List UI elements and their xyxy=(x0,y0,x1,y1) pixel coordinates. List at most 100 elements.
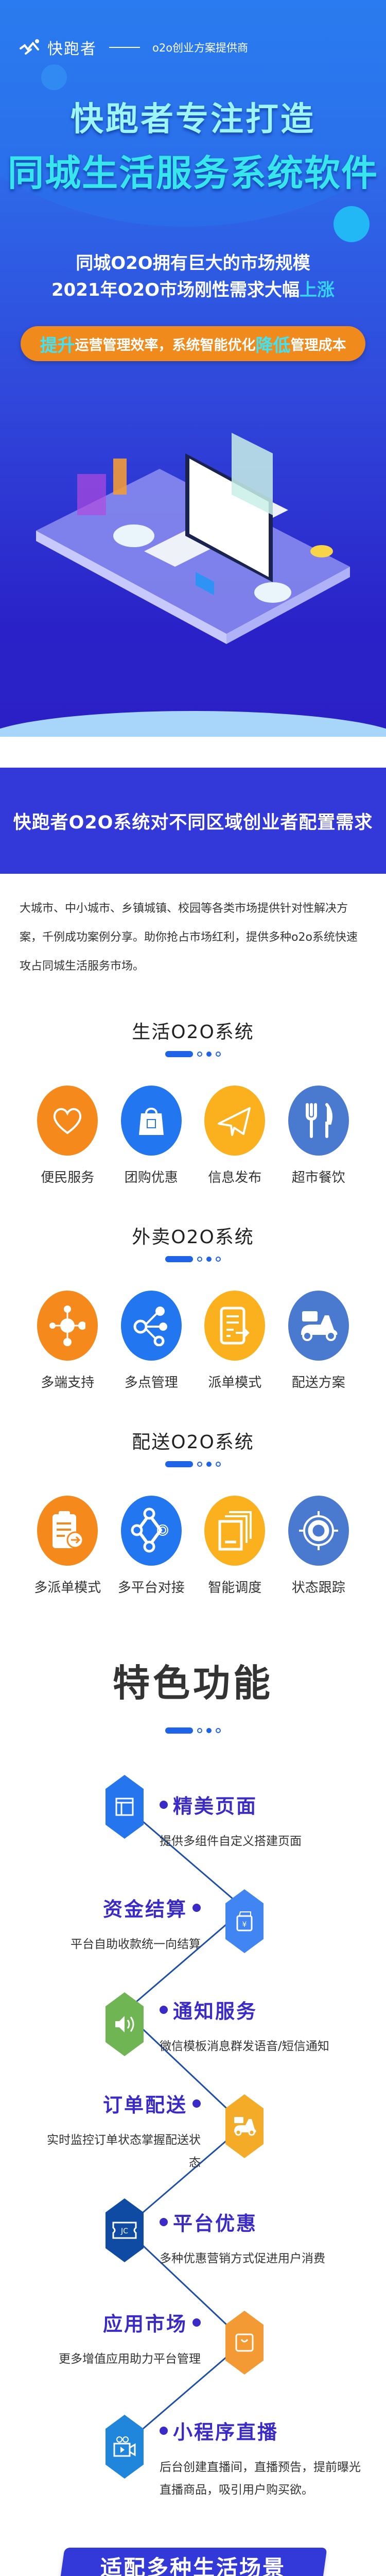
feature-desc: 后台创建直播间，直播预告，提前曝光直播商品，吸引用户购买欲。 xyxy=(160,2461,361,2497)
config-intro-text: 大城市、中小城市、乡镇城镇、校园等各类市场提供针对性解决方案，千例成功案例分享。… xyxy=(20,902,358,973)
brand-name: 快跑者 xyxy=(47,40,97,58)
hero-title: 快跑者专注打造 同城生活服务系统软件 xyxy=(0,93,386,196)
hero-title-line1: 快跑者专注打造 xyxy=(71,100,315,139)
system-item[interactable]: 超市餐饮 xyxy=(283,1086,355,1186)
feature-item: 平台优惠 多种优惠营销方式促进用户消费 xyxy=(160,2208,325,2270)
feature-title: 平台优惠 xyxy=(160,2208,325,2236)
wallet-yuan-icon: ¥ xyxy=(225,1889,264,1953)
system-item[interactable]: 状态跟踪 xyxy=(283,1496,355,1596)
system-takeaway-o2o: 外卖O2O系统 多端支持 多点管理 派单模式 配送方案 xyxy=(0,1186,386,1391)
hero-value-pill: 提升 运营管理效率，系统智能优化 降低 管理成本 xyxy=(21,326,365,361)
scenes-banner: 适配多种生活场景 xyxy=(59,2548,327,2576)
bubble-decoration xyxy=(334,206,370,242)
wave-divider xyxy=(0,711,386,737)
features-title: 特色功能 xyxy=(112,1662,273,1705)
brand-header: 快跑者 o2o创业方案提供商 xyxy=(17,36,248,59)
network-icon xyxy=(120,1496,182,1566)
pill-text-2: 管理成本 xyxy=(290,337,346,353)
feature-desc: 实时监控订单状态掌握配送状态 xyxy=(47,2133,201,2170)
feature-item: 精美页面 提供多组件自定义搭建页面 xyxy=(160,1790,302,1853)
feature-title: 资金结算 xyxy=(36,1893,201,1922)
layout-icon xyxy=(106,1775,144,1839)
system-item-label: 智能调度 xyxy=(208,1580,262,1596)
video-camera-icon xyxy=(106,2415,144,2479)
system-item[interactable]: 团购优惠 xyxy=(115,1086,187,1186)
heart-icon xyxy=(37,1086,98,1156)
feature-item: 订单配送 实时监控订单状态掌握配送状态 xyxy=(36,2089,201,2174)
system-item[interactable]: 信息发布 xyxy=(199,1086,271,1186)
hero-arc-decoration xyxy=(0,0,386,227)
hub-nodes-icon xyxy=(37,1291,98,1361)
system-title: 配送O2O系统 xyxy=(132,1432,254,1453)
system-item[interactable]: 多端支持 xyxy=(31,1291,103,1391)
brand-tagline: o2o创业方案提供商 xyxy=(152,42,249,54)
scenes-title: 适配多种生活场景 xyxy=(100,2555,286,2576)
speaker-icon xyxy=(106,1992,144,2056)
system-icon-row: 便民服务 团购优惠 信息发布 超市餐饮 xyxy=(0,1057,386,1186)
feature-item: 通知服务 微信模板消息群发语音/短信通知 xyxy=(160,1995,329,2058)
hero-section: 快跑者 o2o创业方案提供商 快跑者专注打造 同城生活服务系统软件 同城O2O拥… xyxy=(0,0,386,737)
system-item[interactable]: 多派单模式 xyxy=(31,1496,103,1596)
system-delivery-o2o: 配送O2O系统 多派单模式 多平台对接 智能调度 状态跟踪 xyxy=(0,1391,386,1596)
feature-item: 小程序直播 后台创建直播间，直播预告，提前曝光直播商品，吸引用户购买欲。 xyxy=(160,2416,371,2501)
scooter-icon xyxy=(288,1291,349,1361)
feature-desc: 更多增值应用助力平台管理 xyxy=(59,2352,201,2366)
system-item-label: 超市餐饮 xyxy=(291,1170,345,1185)
system-item[interactable]: 派单模式 xyxy=(199,1291,271,1391)
feature-title: 小程序直播 xyxy=(160,2416,371,2445)
system-item-label: 多端支持 xyxy=(41,1375,95,1391)
shopping-bag-icon xyxy=(225,2311,264,2375)
system-title: 生活O2O系统 xyxy=(132,1022,254,1043)
system-item-label: 多派单模式 xyxy=(34,1580,101,1596)
hero-sub-highlight: 上涨 xyxy=(300,280,335,300)
clipboard-arrow-icon xyxy=(37,1496,98,1566)
feature-title: 应用市场 xyxy=(36,2308,201,2336)
feature-item: 资金结算 平台自助收款统一向结算 xyxy=(36,1893,201,1956)
feature-desc: 多种优惠营销方式促进用户消费 xyxy=(160,2252,325,2265)
features-timeline: 精美页面 提供多组件自定义搭建页面 ¥ 资金结算 平台自助收款统一向结算 通知服… xyxy=(0,1754,386,2497)
brand-divider xyxy=(109,47,140,48)
features-header: 特色功能 xyxy=(0,1653,386,1734)
system-item[interactable]: 便民服务 xyxy=(31,1086,103,1186)
document-arrow-icon xyxy=(204,1291,266,1361)
svg-text:¥: ¥ xyxy=(242,1921,247,1929)
feature-title: 通知服务 xyxy=(160,1995,329,2024)
system-item[interactable]: 多点管理 xyxy=(115,1291,187,1391)
system-item-label: 多平台对接 xyxy=(117,1580,185,1596)
hero-title-line2: 同城生活服务系统软件 xyxy=(8,151,378,194)
feature-desc: 提供多组件自定义搭建页面 xyxy=(160,1835,302,1848)
coupon-icon: JC xyxy=(106,2198,144,2262)
system-item-label: 派单模式 xyxy=(208,1375,262,1391)
system-item-label: 配送方案 xyxy=(291,1375,345,1391)
title-dots-decoration xyxy=(0,1727,386,1734)
system-icon-row: 多端支持 多点管理 派单模式 配送方案 xyxy=(0,1262,386,1391)
pill-highlight-1: 提升 xyxy=(40,335,75,356)
hero-sub-line2-text: 2021年O2O市场刚性需求大幅 xyxy=(51,280,300,300)
system-item-label: 多点管理 xyxy=(124,1375,178,1391)
config-section: 快跑者O2O系统对不同区域创业者配置需求 大城市、中小城市、乡镇城镇、校园等各类… xyxy=(0,768,386,981)
feature-desc: 微信模板消息群发语音/短信通知 xyxy=(160,2040,329,2053)
system-item-label: 便民服务 xyxy=(41,1170,95,1185)
paper-plane-icon xyxy=(204,1086,266,1156)
config-banner: 快跑者O2O系统对不同区域创业者配置需求 xyxy=(0,768,386,874)
share-nodes-icon xyxy=(120,1291,182,1361)
pill-text-1: 运营管理效率，系统智能优化 xyxy=(75,337,256,353)
runner-logo-icon xyxy=(20,39,39,55)
system-item-label: 状态跟踪 xyxy=(291,1580,345,1596)
system-life-o2o: 生活O2O系统 便民服务 团购优惠 信息发布 超市餐饮 xyxy=(0,981,386,1186)
shopping-bag-icon xyxy=(120,1086,182,1156)
pill-highlight-2: 降低 xyxy=(255,335,291,356)
title-dots-decoration xyxy=(0,1256,386,1262)
svg-text:JC: JC xyxy=(120,2227,128,2235)
system-title: 外卖O2O系统 xyxy=(132,1227,254,1248)
system-item[interactable]: 智能调度 xyxy=(199,1496,271,1596)
systems-section: 生活O2O系统 便民服务 团购优惠 信息发布 超市餐饮 xyxy=(0,981,386,1596)
system-item[interactable]: 多平台对接 xyxy=(115,1496,187,1596)
system-item[interactable]: 配送方案 xyxy=(283,1291,355,1391)
feature-desc: 平台自助收款统一向结算 xyxy=(71,1938,201,1951)
stacked-cards-icon xyxy=(204,1496,266,1566)
bubble-decoration xyxy=(41,64,67,90)
hero-sub-line2: 2021年O2O市场刚性需求大幅上涨 xyxy=(0,277,386,303)
feature-title: 精美页面 xyxy=(160,1790,302,1819)
